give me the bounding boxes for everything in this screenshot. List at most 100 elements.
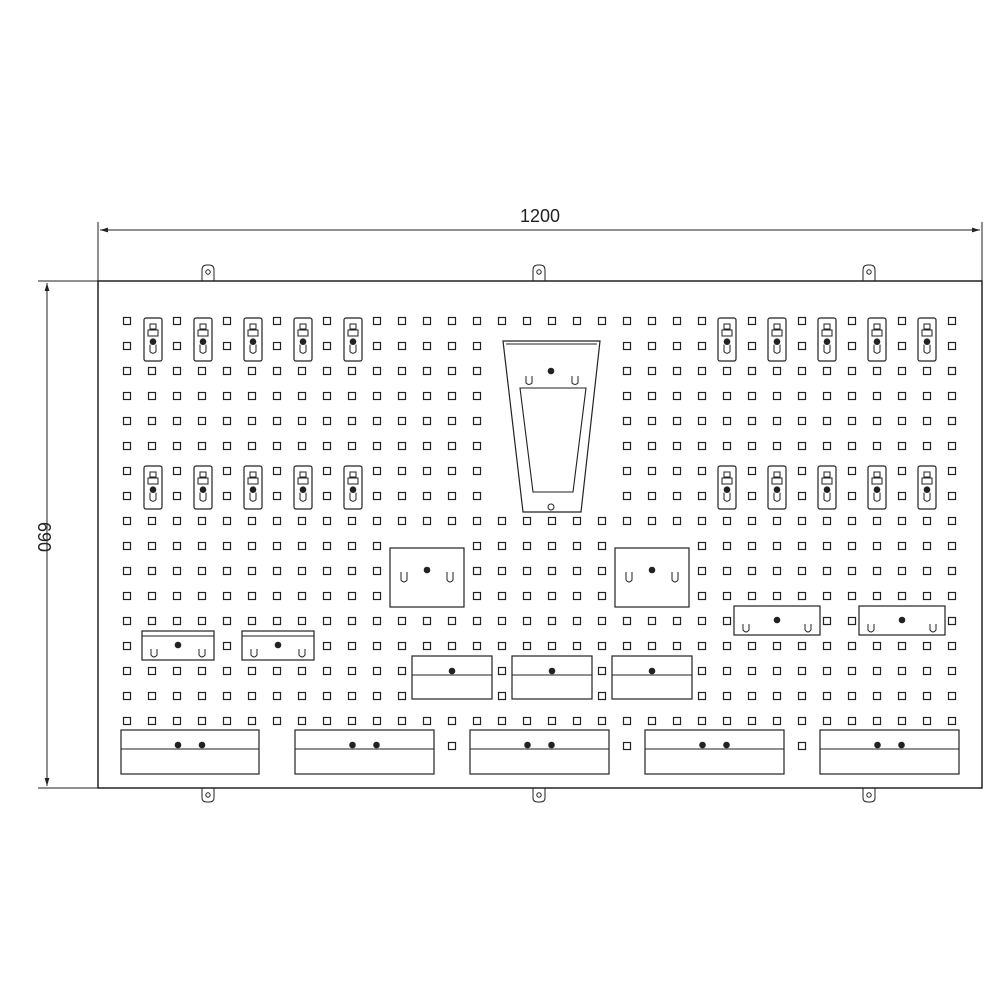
square-hole	[897, 366, 907, 376]
hook-screw	[299, 486, 307, 493]
square-hole	[572, 316, 582, 326]
square-hole	[497, 566, 507, 576]
hook-screw	[923, 338, 931, 345]
hook-loop	[199, 344, 207, 354]
small-holder	[141, 630, 215, 661]
hook-slot	[299, 323, 307, 330]
square-hole	[147, 416, 157, 426]
square-hole	[472, 516, 482, 526]
hook-screw	[873, 338, 881, 345]
bin-holder-slot	[400, 572, 408, 583]
square-hole	[272, 666, 282, 676]
square-hole	[547, 616, 557, 626]
square-hole	[672, 341, 682, 351]
square-hole	[447, 516, 457, 526]
square-hole	[322, 666, 332, 676]
square-hole	[372, 716, 382, 726]
square-hole	[847, 641, 857, 651]
square-hole	[747, 691, 757, 701]
height-dimension	[38, 280, 98, 789]
square-hole	[297, 566, 307, 576]
square-hole	[697, 466, 707, 476]
square-hole	[147, 391, 157, 401]
width-dimension	[97, 222, 983, 281]
square-hole	[297, 666, 307, 676]
square-hole	[472, 391, 482, 401]
square-hole	[372, 491, 382, 501]
square-hole	[922, 566, 932, 576]
square-hole	[247, 516, 257, 526]
small-holder	[241, 630, 315, 661]
square-hole	[922, 391, 932, 401]
square-hole	[922, 716, 932, 726]
square-hole	[172, 341, 182, 351]
square-hole	[847, 466, 857, 476]
square-hole	[647, 491, 657, 501]
square-hole	[422, 616, 432, 626]
mounting-tab-bottom	[532, 788, 546, 803]
square-hole	[347, 691, 357, 701]
hook-slot	[149, 323, 157, 330]
square-hole	[847, 516, 857, 526]
square-hole	[172, 666, 182, 676]
clip-hook	[867, 465, 887, 510]
hook-screw	[723, 338, 731, 345]
square-hole	[847, 616, 857, 626]
square-hole	[822, 416, 832, 426]
square-hole	[347, 616, 357, 626]
tool-box-screw	[548, 667, 556, 675]
square-hole	[947, 541, 957, 551]
square-hole	[697, 441, 707, 451]
square-hole	[822, 616, 832, 626]
square-hole	[272, 566, 282, 576]
hook-clip	[297, 329, 309, 337]
tray-screw	[524, 741, 531, 749]
square-hole	[947, 691, 957, 701]
square-hole	[672, 516, 682, 526]
square-hole	[522, 541, 532, 551]
square-hole	[422, 716, 432, 726]
square-hole	[797, 466, 807, 476]
square-hole	[847, 716, 857, 726]
square-hole	[472, 491, 482, 501]
square-hole	[322, 466, 332, 476]
square-hole	[947, 366, 957, 376]
square-hole	[172, 391, 182, 401]
tool-box	[611, 655, 693, 700]
square-hole	[197, 591, 207, 601]
hook-slot	[199, 323, 207, 330]
square-hole	[222, 416, 232, 426]
square-hole	[247, 416, 257, 426]
square-hole	[872, 691, 882, 701]
square-hole	[947, 716, 957, 726]
square-hole	[822, 591, 832, 601]
square-hole	[547, 566, 557, 576]
hook-slot	[773, 323, 781, 330]
hook-slot	[823, 323, 831, 330]
square-hole	[472, 466, 482, 476]
square-hole	[772, 566, 782, 576]
square-hole	[822, 641, 832, 651]
square-hole	[397, 416, 407, 426]
square-hole	[222, 316, 232, 326]
square-hole	[622, 516, 632, 526]
square-hole	[747, 516, 757, 526]
square-hole	[372, 641, 382, 651]
square-hole	[597, 716, 607, 726]
square-hole	[222, 566, 232, 576]
cone-inner	[519, 387, 587, 493]
small-holder-slot	[198, 649, 206, 658]
square-hole	[122, 666, 132, 676]
square-hole	[672, 641, 682, 651]
tray-screw	[198, 741, 206, 749]
square-hole	[747, 466, 757, 476]
square-hole	[122, 391, 132, 401]
hook-loop	[923, 492, 931, 502]
square-hole	[222, 591, 232, 601]
square-hole	[597, 316, 607, 326]
square-hole	[422, 316, 432, 326]
square-hole	[797, 441, 807, 451]
clip-hook	[817, 465, 837, 510]
square-hole	[222, 541, 232, 551]
square-hole	[672, 416, 682, 426]
